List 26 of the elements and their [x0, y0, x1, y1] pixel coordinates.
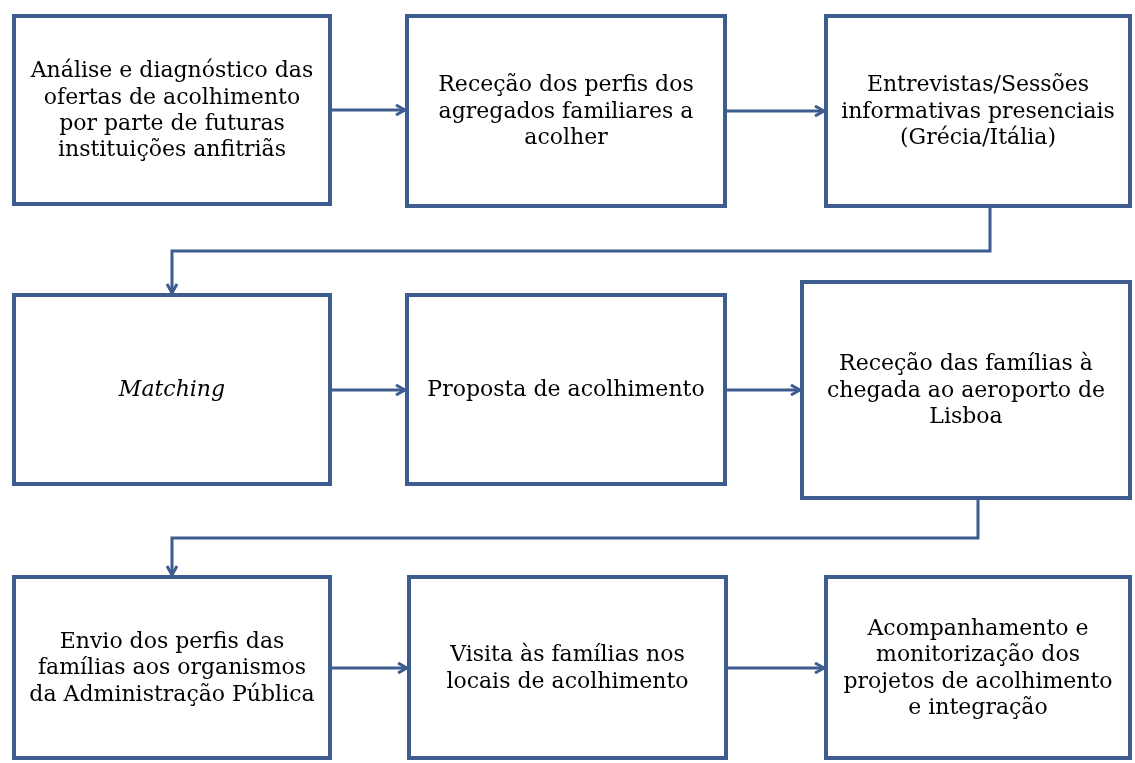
process-box [405, 14, 727, 208]
process-box [824, 14, 1132, 208]
process-box [405, 293, 727, 486]
step-text: Entrevistas/Sessões informativas presenciais (Grécia/Itália) [840, 71, 1116, 151]
process-box [824, 575, 1132, 760]
arrow [727, 104, 826, 118]
step-text: Análise e diagnóstico das ofertas de acolhimento por parte de futuras instituições anfitriãs [29, 57, 315, 163]
step-text: Matching [118, 376, 226, 403]
step-text: Envio dos perfis das famílias aos organismos da Administração Pública [28, 627, 316, 708]
step-text: Acompanhamento e monitorização dos projetos de acolhimento e integração [842, 614, 1114, 721]
step-text: Receção das famílias à chegada ao aeroporto de Lisboa [825, 350, 1107, 430]
process-box [12, 14, 332, 206]
arrow [727, 383, 802, 397]
arrow [332, 661, 409, 675]
process-box [800, 280, 1132, 500]
step-text: Visita às famílias nos locais de acolhimento [445, 641, 690, 694]
process-box [407, 575, 728, 760]
arrow [165, 500, 980, 577]
step-text: Receção dos perfis dos agregados familiares a acolher [437, 71, 695, 151]
arrow [165, 208, 992, 295]
process-box [12, 575, 332, 760]
arrow [332, 383, 407, 397]
process-box [12, 293, 332, 486]
arrow [332, 103, 407, 117]
arrow [728, 661, 826, 675]
step-text: Proposta de acolhimento [427, 376, 705, 403]
